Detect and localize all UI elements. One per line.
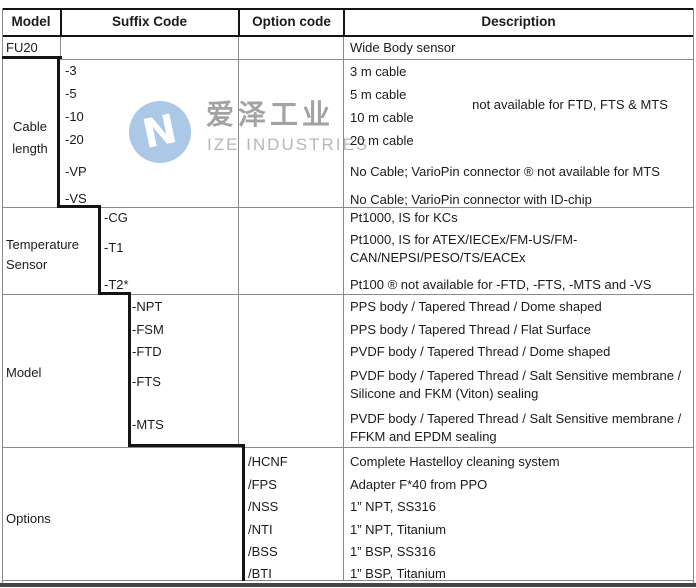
suffix-code: -FSM — [132, 322, 164, 337]
description-cell: 1” BSP, Titanium — [350, 566, 446, 581]
suffix-code: -10 — [65, 109, 84, 124]
model-section-separator — [2, 447, 693, 448]
section-label-options: Options — [6, 511, 51, 526]
option-code: /BTI — [248, 566, 272, 581]
header-divider-1 — [60, 8, 62, 37]
section-label-model: Model — [6, 365, 42, 380]
col-header-option-code: Option code — [252, 14, 331, 29]
cable-availability-note: not available for FTD, FTS & MTS — [472, 97, 668, 112]
option-code: /FPS — [248, 477, 277, 492]
description-cell: PVDF body / Tapered Thread / Salt Sensit… — [350, 411, 682, 444]
suffix-code: -5 — [65, 86, 77, 101]
suffix-code: -VP — [65, 164, 87, 179]
table-right-border — [693, 8, 694, 585]
suffix-code: -T2* — [104, 277, 129, 292]
fu20-row-separator — [60, 59, 693, 60]
suffix-code: -FTD — [132, 344, 162, 359]
header-bottom-border — [2, 35, 694, 37]
description-cell: 1” BSP, SS316 — [350, 544, 436, 559]
description-cell: No Cable; VarioPin connector ® not avail… — [350, 164, 660, 179]
col-header-suffix-code: Suffix Code — [111, 14, 187, 29]
description-cell: 10 m cable — [350, 110, 414, 125]
description-cell: 5 m cable — [350, 87, 407, 102]
header-divider-2 — [238, 8, 240, 37]
suffix-code: -T1 — [104, 240, 124, 255]
option-description-divider — [343, 37, 344, 580]
cable-section-separator — [2, 207, 693, 208]
suffix-code: -CG — [104, 210, 128, 225]
col-header-model: Model — [11, 14, 51, 29]
description-cell: 1” NPT, SS316 — [350, 499, 436, 514]
options-bottom-separator — [2, 580, 693, 581]
temp-section-separator — [2, 294, 693, 295]
stair-vertical-1 — [57, 56, 60, 208]
suffix-code: -VS — [65, 191, 87, 206]
section-label-temperature-sensor: Temperature Sensor — [6, 237, 79, 272]
option-code: /BSS — [248, 544, 278, 559]
option-code: /NSS — [248, 499, 279, 514]
description-cell: 3 m cable — [350, 64, 407, 79]
stair-step-1 — [57, 205, 101, 208]
watermark-latin-text: IZE INDUSTRIES — [207, 135, 370, 154]
stair-vertical-2 — [98, 205, 101, 295]
stair-step-0 — [2, 56, 62, 59]
description-cell: Pt1000, IS for ATEX/IECEx/FM-US/FM-CAN/N… — [350, 232, 578, 265]
stair-vertical-4 — [242, 444, 245, 581]
description-cell: Adapter F*40 from PPO — [350, 477, 488, 492]
ize-logo-icon: N — [129, 101, 191, 163]
description-cell: Pt100 ® not available for -FTD, -FTS, -M… — [350, 277, 652, 292]
description-cell: PPS body / Tapered Thread / Dome shaped — [350, 299, 602, 314]
watermark-chinese-text: 爱泽工业 — [206, 99, 335, 130]
table-top-border — [2, 8, 694, 10]
description-cell: PPS body / Tapered Thread / Flat Surface — [350, 322, 591, 337]
table-left-border — [2, 8, 3, 585]
suffix-code: -MTS — [132, 417, 164, 432]
suffix-option-divider — [238, 37, 239, 445]
description-cell: 1” NPT, Titanium — [350, 522, 447, 537]
description-cell: 20 m cable — [350, 133, 414, 148]
description-cell: Pt1000, IS for KCs — [350, 210, 458, 225]
option-code: /HCNF — [248, 454, 288, 469]
option-code: /NTI — [248, 522, 273, 537]
stair-step-3 — [128, 444, 245, 447]
model-code-fu20: FU20 — [6, 40, 38, 55]
description-cell: No Cable; VarioPin connector with ID-chi… — [350, 192, 592, 207]
stair-step-2 — [98, 292, 131, 295]
description-cell: PVDF body / Tapered Thread / Salt Sensit… — [350, 368, 682, 401]
suffix-code: -3 — [65, 63, 77, 78]
description-cell: Complete Hastelloy cleaning system — [350, 454, 560, 469]
section-label-cable-length: Cable length — [12, 119, 48, 156]
fu20-description: Wide Body sensor — [350, 40, 456, 55]
ize-logo-glyph: N — [138, 106, 182, 158]
col-header-description: Description — [481, 14, 556, 29]
stair-vertical-3 — [128, 292, 131, 446]
suffix-code: -20 — [65, 132, 84, 147]
header-divider-3 — [343, 8, 345, 37]
suffix-code: -NPT — [132, 299, 163, 314]
fu20-cell-divider — [60, 37, 61, 59]
table-bottom-border — [0, 583, 696, 587]
suffix-code: -FTS — [132, 374, 161, 389]
description-cell: PVDF body / Tapered Thread / Dome shaped — [350, 344, 611, 359]
